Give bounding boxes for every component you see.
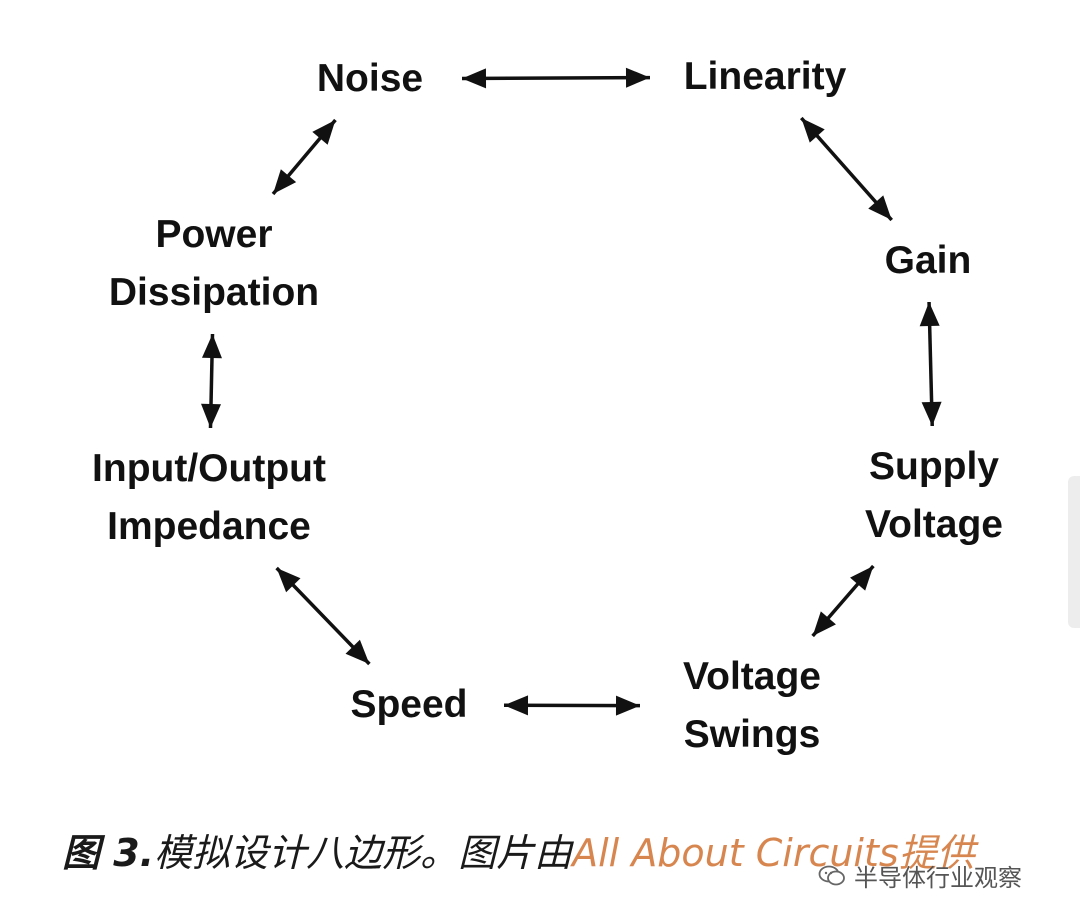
arrow-power-dissipation-noise — [271, 118, 337, 196]
analog-design-octagon-diagram: Noise Linearity Gain Supply Voltage Volt… — [56, 48, 1032, 764]
watermark: 半导体行业观察 — [818, 858, 1022, 893]
caption-suffix: 提供 — [898, 831, 975, 875]
node-supply-voltage-line1: Supply — [868, 445, 999, 488]
arrow-supply-voltage-voltage-swings — [811, 564, 875, 638]
side-scroll-handle[interactable] — [1068, 476, 1080, 628]
arrow-noise-linearity — [461, 67, 651, 89]
node-linearity: Linearity — [662, 48, 868, 106]
arrow-gain-supply-voltage — [919, 301, 942, 427]
caption-source-link[interactable]: All About Circuits — [572, 831, 899, 875]
arrow-input-output-impedance-power-dissipation — [201, 333, 222, 429]
node-noise: Noise — [290, 50, 450, 108]
node-power-dissipation: Power Dissipation — [76, 206, 352, 322]
node-input-output-impedance: Input/Output Impedance — [56, 440, 362, 556]
arrow-linearity-gain — [800, 116, 893, 222]
node-power-dissipation-line2: Dissipation — [108, 271, 320, 314]
node-voltage-swings-line2: Swings — [683, 713, 821, 756]
arrow-speed-input-output-impedance — [275, 566, 371, 666]
node-noise-label: Noise — [316, 57, 424, 100]
figure-caption: 图 3.模拟设计八边形。图片由All About Circuits提供 — [62, 822, 975, 877]
node-input-output-impedance-line1: Input/Output — [92, 447, 326, 490]
node-speed-label: Speed — [350, 683, 468, 726]
node-linearity-label: Linearity — [683, 55, 847, 98]
node-supply-voltage-line2: Voltage — [865, 503, 1003, 546]
caption-text: 模拟设计八边形。图片由 — [154, 831, 573, 875]
node-power-dissipation-line1: Power — [155, 213, 273, 256]
node-speed: Speed — [326, 676, 492, 734]
node-gain: Gain — [860, 232, 996, 290]
figure-label: 图 3. — [62, 831, 155, 875]
arrow-voltage-swings-speed — [503, 695, 641, 716]
diagram-arrows — [201, 67, 942, 716]
node-input-output-impedance-line2: Impedance — [107, 505, 311, 548]
node-supply-voltage: Supply Voltage — [836, 438, 1032, 554]
node-voltage-swings-line1: Voltage — [683, 655, 821, 698]
wechat-icon — [818, 865, 846, 887]
node-voltage-swings: Voltage Swings — [652, 648, 852, 764]
node-gain-label: Gain — [884, 239, 972, 282]
watermark-text: 半导体行业观察 — [854, 864, 1022, 892]
